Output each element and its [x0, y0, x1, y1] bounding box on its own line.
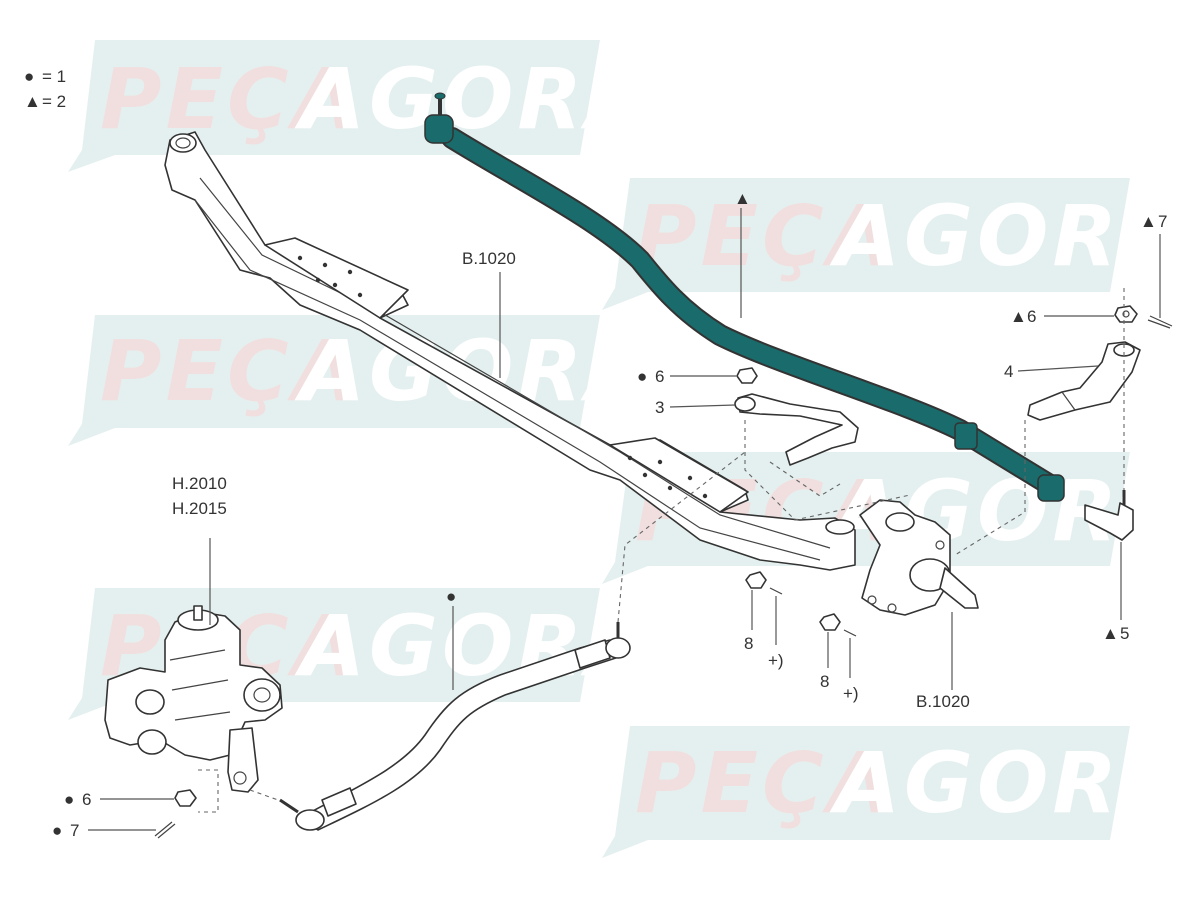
drag-link-marker: ●	[446, 587, 456, 606]
callout-item-4: 4	[1004, 362, 1099, 381]
steering-knuckle	[859, 499, 979, 616]
drag-link-boot-left	[321, 787, 357, 817]
nut-left	[174, 789, 197, 807]
watermark-banner: PEÇA AGORA	[68, 40, 655, 172]
nut-right	[1114, 305, 1138, 323]
callout-axle-top: B.1020	[462, 249, 516, 378]
callout-axle-bottom: B.1020	[916, 612, 970, 711]
label-axle-top: B.1020	[462, 249, 516, 268]
label-item-6-left: 6	[82, 790, 91, 809]
watermark-text-white: AGORA	[829, 187, 1190, 285]
cotter-pin-left	[154, 821, 176, 839]
watermark-banner: PEÇA AGORA	[602, 178, 1190, 310]
callout-item-6-middle: ● 6	[637, 367, 736, 386]
label-item-6-right: 6	[1027, 307, 1036, 326]
drag-link-boot-right	[574, 639, 611, 669]
label-gearbox-2: H.2015	[172, 499, 227, 518]
legend-text-1: = 1	[42, 67, 66, 86]
drag-link-callout: ●	[446, 587, 456, 690]
tie-rod-end-right	[1084, 490, 1134, 541]
tie-rod-highlighted	[424, 92, 1065, 502]
steering-arm	[1027, 341, 1141, 421]
bolt-washer-a	[745, 571, 783, 595]
label-item-6-middle-sym: ●	[637, 367, 647, 386]
label-item-5: 5	[1120, 624, 1129, 643]
callout-item-5: ▲ 5	[1102, 542, 1129, 643]
callout-item-6-right: ▲ 6	[1010, 307, 1114, 326]
label-item-8-a: 8	[744, 634, 753, 653]
callout-item-8-b: 8 +)	[820, 632, 859, 703]
cotter-pin-right	[1147, 315, 1173, 329]
callout-item-7-right: ▲ 7	[1140, 212, 1167, 318]
watermark-text-red: PEÇA	[635, 187, 897, 285]
tie-rod-callout: ▲	[734, 189, 751, 318]
label-item-6-middle: 6	[655, 367, 664, 386]
assembly-lines	[198, 288, 1125, 813]
label-item-7-right-sym: ▲	[1140, 212, 1157, 231]
watermark-text-red: PEÇA	[635, 734, 897, 832]
label-item-5-sym: ▲	[1102, 624, 1119, 643]
watermark-text-white: AGORA	[294, 50, 655, 148]
front-axle-beam	[164, 131, 856, 571]
label-item-8-b: 8	[820, 672, 829, 691]
label-item-7-left: 7	[70, 821, 79, 840]
legend: ● = 1 ▲ = 2	[24, 67, 66, 111]
tie-rod-marker: ▲	[734, 189, 751, 208]
callout-gearbox: H.2010 H.2015	[172, 474, 227, 625]
legend-symbol-triangle: ▲	[24, 92, 41, 111]
label-axle-bottom: B.1020	[916, 692, 970, 711]
label-item-6-left-sym: ●	[64, 790, 74, 809]
drag-link	[279, 622, 631, 831]
axle-holes	[297, 255, 708, 499]
callout-item-3: 3	[655, 398, 736, 417]
label-plus-a: +)	[768, 651, 784, 670]
nut-middle	[736, 367, 758, 384]
watermark-text-white: AGORA	[829, 734, 1190, 832]
label-item-3: 3	[655, 398, 664, 417]
bolt-washer-b	[819, 613, 857, 637]
watermark-text-red: PEÇA	[100, 50, 362, 148]
tie-rod-clamp-left	[954, 422, 978, 450]
legend-text-2: = 2	[42, 92, 66, 111]
label-item-7-left-sym: ●	[52, 821, 62, 840]
steering-gearbox	[104, 605, 283, 793]
watermark-text-red: PEÇA	[100, 322, 362, 420]
label-plus-b: +)	[843, 684, 859, 703]
label-item-4: 4	[1004, 362, 1013, 381]
watermark-banner: PEÇA AGORA	[602, 726, 1190, 858]
callout-item-8-a: 8 +)	[744, 590, 784, 670]
callout-item-6-left: ● 6	[64, 790, 174, 809]
label-gearbox-1: H.2010	[172, 474, 227, 493]
label-item-7-right: 7	[1158, 212, 1167, 231]
label-item-6-right-sym: ▲	[1010, 307, 1027, 326]
steering-arm-small	[734, 393, 859, 466]
tie-rod-clamp-right	[1037, 474, 1065, 502]
tie-rod-end-left	[424, 92, 454, 144]
callout-item-7-left: ● 7	[52, 821, 156, 840]
legend-symbol-circle: ●	[24, 67, 34, 86]
